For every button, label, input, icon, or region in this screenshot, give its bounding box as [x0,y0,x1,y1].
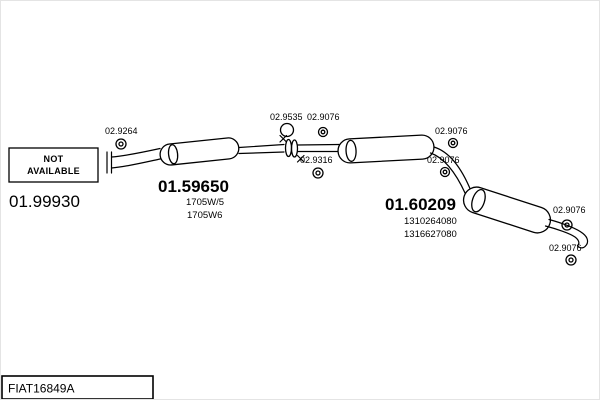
front-pipe [110,147,161,169]
flange-ring-icon [279,122,295,138]
tail-lower-hanger-icon [565,254,577,266]
label-center-variant-1: 1705W/5 [186,197,224,208]
tail-pipe [544,218,589,249]
label-center-mount: 02.9316 [300,155,333,165]
label-right-lower-clamp: 02.9076 [427,155,460,165]
not-available-box [8,147,99,183]
tail-upper-hanger-icon [561,219,573,231]
footer-code-box [1,375,154,399]
label-tail-upper-hanger: 02.9076 [553,205,586,215]
rear-inlet-pipe [429,146,472,195]
right-lower-clamp-icon [439,166,451,178]
label-rear-variant-1: 1310264080 [404,216,457,227]
flange-gasket-icon [317,126,329,138]
center-resonator-body [159,137,240,166]
label-flange-ring: 02.9535 [270,112,303,122]
label-flange-gasket: 02.9076 [307,112,340,122]
footer-code: FIAT16849A [8,382,74,396]
label-right-upper-clamp: 02.9076 [435,126,468,136]
front-flange [106,151,113,174]
front-gasket-ring-icon [115,138,127,150]
label-rear-silencer-part: 01.60209 [385,195,456,214]
not-available-text-line1: NOT [44,154,64,164]
right-upper-clamp-icon [447,137,459,149]
center-inlet-pipe [296,143,340,153]
center-mount-ring-icon [312,167,324,179]
center-muffler-body [337,134,435,164]
label-rear-variant-2: 1316627080 [404,229,457,240]
label-tail-lower-hanger: 02.9076 [549,243,582,253]
label-center-variant-2: 1705W6 [187,210,222,221]
label-center-silencer-part: 01.59650 [158,177,229,196]
label-front-pipe-part: 01.99930 [9,192,80,211]
label-front-gasket: 02.9264 [105,126,138,136]
intermediate-pipe [238,143,285,155]
rear-muffler-body [462,186,552,234]
not-available-text-line2: AVAILABLE [27,166,80,176]
bolt-cross-bottom-icon [296,154,305,163]
